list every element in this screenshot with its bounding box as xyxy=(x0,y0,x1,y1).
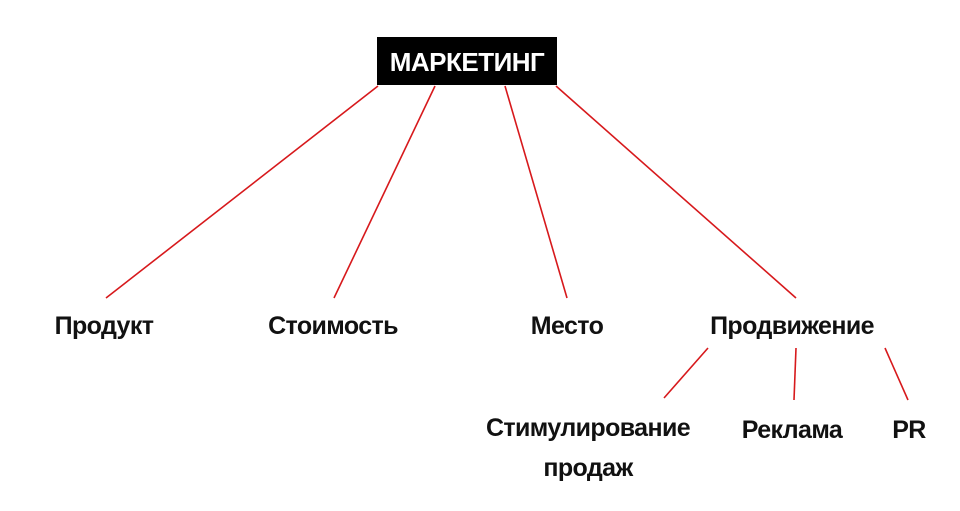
connector-root-cost xyxy=(333,85,436,299)
node-cost: Стоимость xyxy=(268,312,398,340)
root-node-label: МАРКЕТИНГ xyxy=(390,47,545,77)
node-promotion: Продвижение xyxy=(710,312,875,340)
connector-promotion-pr xyxy=(884,347,909,401)
connector-promotion-sales xyxy=(663,347,709,399)
promotion-connectors xyxy=(663,347,909,401)
root-node-box xyxy=(377,37,557,85)
node-sales-promotion-line1: Стимулирование xyxy=(486,414,691,442)
connector-promotion-ads xyxy=(793,347,797,401)
node-place: Место xyxy=(531,312,604,340)
node-product: Продукт xyxy=(55,312,154,340)
root-node: МАРКЕТИНГ xyxy=(377,37,557,85)
node-advertising: Реклама xyxy=(742,416,844,444)
level1-nodes: Продукт Стоимость Место Продвижение xyxy=(55,312,876,340)
level2-nodes: Стимулирование продаж Реклама PR xyxy=(486,414,927,482)
connector-root-product xyxy=(105,85,379,299)
root-connectors xyxy=(105,85,797,299)
node-pr: PR xyxy=(892,416,926,444)
connector-root-place xyxy=(504,85,568,299)
node-sales-promotion-line2: продаж xyxy=(543,454,633,482)
connector-root-promotion xyxy=(555,85,797,299)
